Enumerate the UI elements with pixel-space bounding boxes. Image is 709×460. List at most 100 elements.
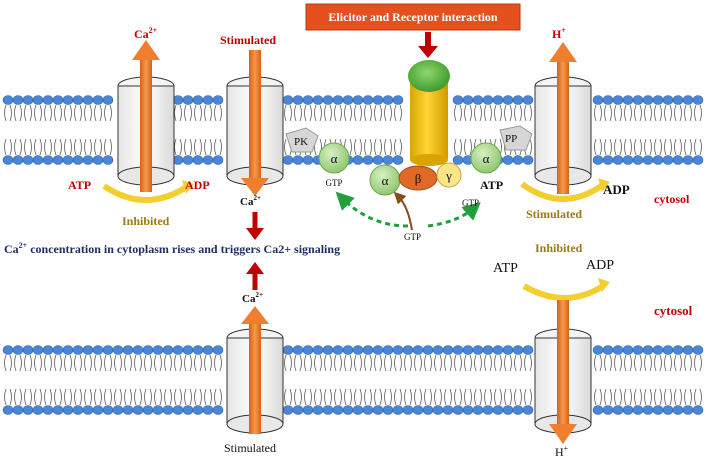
alpha-center-label: α <box>382 173 389 188</box>
lipid-tail <box>24 138 32 156</box>
lipid-head <box>442 345 454 355</box>
lipid-tail <box>44 104 52 122</box>
top-middle-ion-out-label: Ca2+ <box>240 194 261 208</box>
top-middle-status-label: Stimulated <box>220 33 276 47</box>
lipid-head <box>462 405 474 415</box>
lipid-head <box>612 95 624 105</box>
lipid-tail <box>384 104 392 122</box>
ion-flow-arrow <box>140 58 152 192</box>
lipid-tail <box>604 354 612 372</box>
lipid-head <box>642 405 654 415</box>
lipid-tail <box>494 388 502 406</box>
gamma-label: γ <box>445 168 452 183</box>
lipid-tail <box>684 138 692 156</box>
alpha-left-label: α <box>331 151 338 166</box>
lipid-tail <box>34 138 42 156</box>
lipid-head <box>82 155 94 165</box>
lipid-head <box>482 405 494 415</box>
lipid-head <box>2 405 14 415</box>
lipid-head <box>292 155 304 165</box>
lipid-head <box>32 405 44 415</box>
lipid-head <box>12 345 24 355</box>
lipid-head <box>342 345 354 355</box>
lipid-head <box>402 405 414 415</box>
ion-flow-arrowhead <box>549 42 577 62</box>
lipid-head <box>72 155 84 165</box>
lipid-tail <box>484 104 492 122</box>
lipid-head <box>382 405 394 415</box>
lipid-tail <box>194 138 202 156</box>
top-right-channel <box>534 42 592 194</box>
middle-right-status-label: Inhibited <box>535 241 583 255</box>
lipid-tail <box>524 104 532 122</box>
lipid-head <box>102 95 114 105</box>
lipid-tail <box>694 138 702 156</box>
lipid-head <box>372 405 384 415</box>
lipid-head <box>512 155 524 165</box>
lipid-tail <box>364 104 372 122</box>
lipid-tail <box>454 388 462 406</box>
lipid-tail <box>504 354 512 372</box>
lipid-head <box>202 405 214 415</box>
lipid-tail <box>14 138 22 156</box>
lipid-head <box>642 345 654 355</box>
lipid-head <box>12 95 24 105</box>
lipid-tail <box>364 138 372 156</box>
lipid-head <box>452 345 464 355</box>
lipid-head <box>352 155 364 165</box>
lipid-tail <box>624 104 632 122</box>
lipid-head <box>402 345 414 355</box>
lipid-tail <box>624 354 632 372</box>
lipid-tail <box>184 354 192 372</box>
lipid-tail <box>464 138 472 156</box>
lipid-head <box>422 405 434 415</box>
lipid-head <box>212 405 224 415</box>
lipid-tail <box>374 138 382 156</box>
lipid-head <box>102 155 114 165</box>
ion-flow-arrowhead <box>132 40 160 60</box>
lipid-tail <box>144 388 152 406</box>
lipid-tail <box>644 104 652 122</box>
lipid-tail <box>434 388 442 406</box>
lipid-head <box>512 405 524 415</box>
lipid-tail <box>184 138 192 156</box>
lipid-tail <box>514 388 522 406</box>
lipid-head <box>282 405 294 415</box>
bottom-left-status-label: Stimulated <box>224 441 276 455</box>
lipid-head <box>282 95 294 105</box>
lipid-tail <box>344 354 352 372</box>
lipid-head <box>612 345 624 355</box>
lipid-head <box>92 345 104 355</box>
lipid-head <box>342 405 354 415</box>
lipid-tail <box>54 388 62 406</box>
lipid-tail <box>504 388 512 406</box>
lipid-head <box>452 95 464 105</box>
lipid-head <box>362 345 374 355</box>
lipid-head <box>672 405 684 415</box>
lipid-head <box>662 95 674 105</box>
lipid-head <box>382 345 394 355</box>
lipid-head <box>382 155 394 165</box>
top-right-atp-label: ATP <box>480 178 503 192</box>
top-left-adp-label: ADP <box>185 178 210 192</box>
lipid-head <box>602 345 614 355</box>
lipid-tail <box>624 138 632 156</box>
middle-right-atp-label: ATP <box>493 261 518 276</box>
lipid-tail <box>94 138 102 156</box>
lipid-tail <box>684 354 692 372</box>
lipid-tail <box>24 354 32 372</box>
lipid-tail <box>334 104 342 122</box>
ion-flow-arrowhead <box>549 424 577 444</box>
lipid-head <box>662 345 674 355</box>
lipid-tail <box>354 104 362 122</box>
lipid-tail <box>184 388 192 406</box>
lipid-tail <box>284 354 292 372</box>
lipid-head <box>2 155 14 165</box>
lipid-tail <box>414 354 422 372</box>
lipid-head <box>652 95 664 105</box>
lipid-tail <box>674 354 682 372</box>
lipid-head <box>362 405 374 415</box>
lipid-head <box>612 405 624 415</box>
lipid-head <box>322 95 334 105</box>
lipid-head <box>472 95 484 105</box>
